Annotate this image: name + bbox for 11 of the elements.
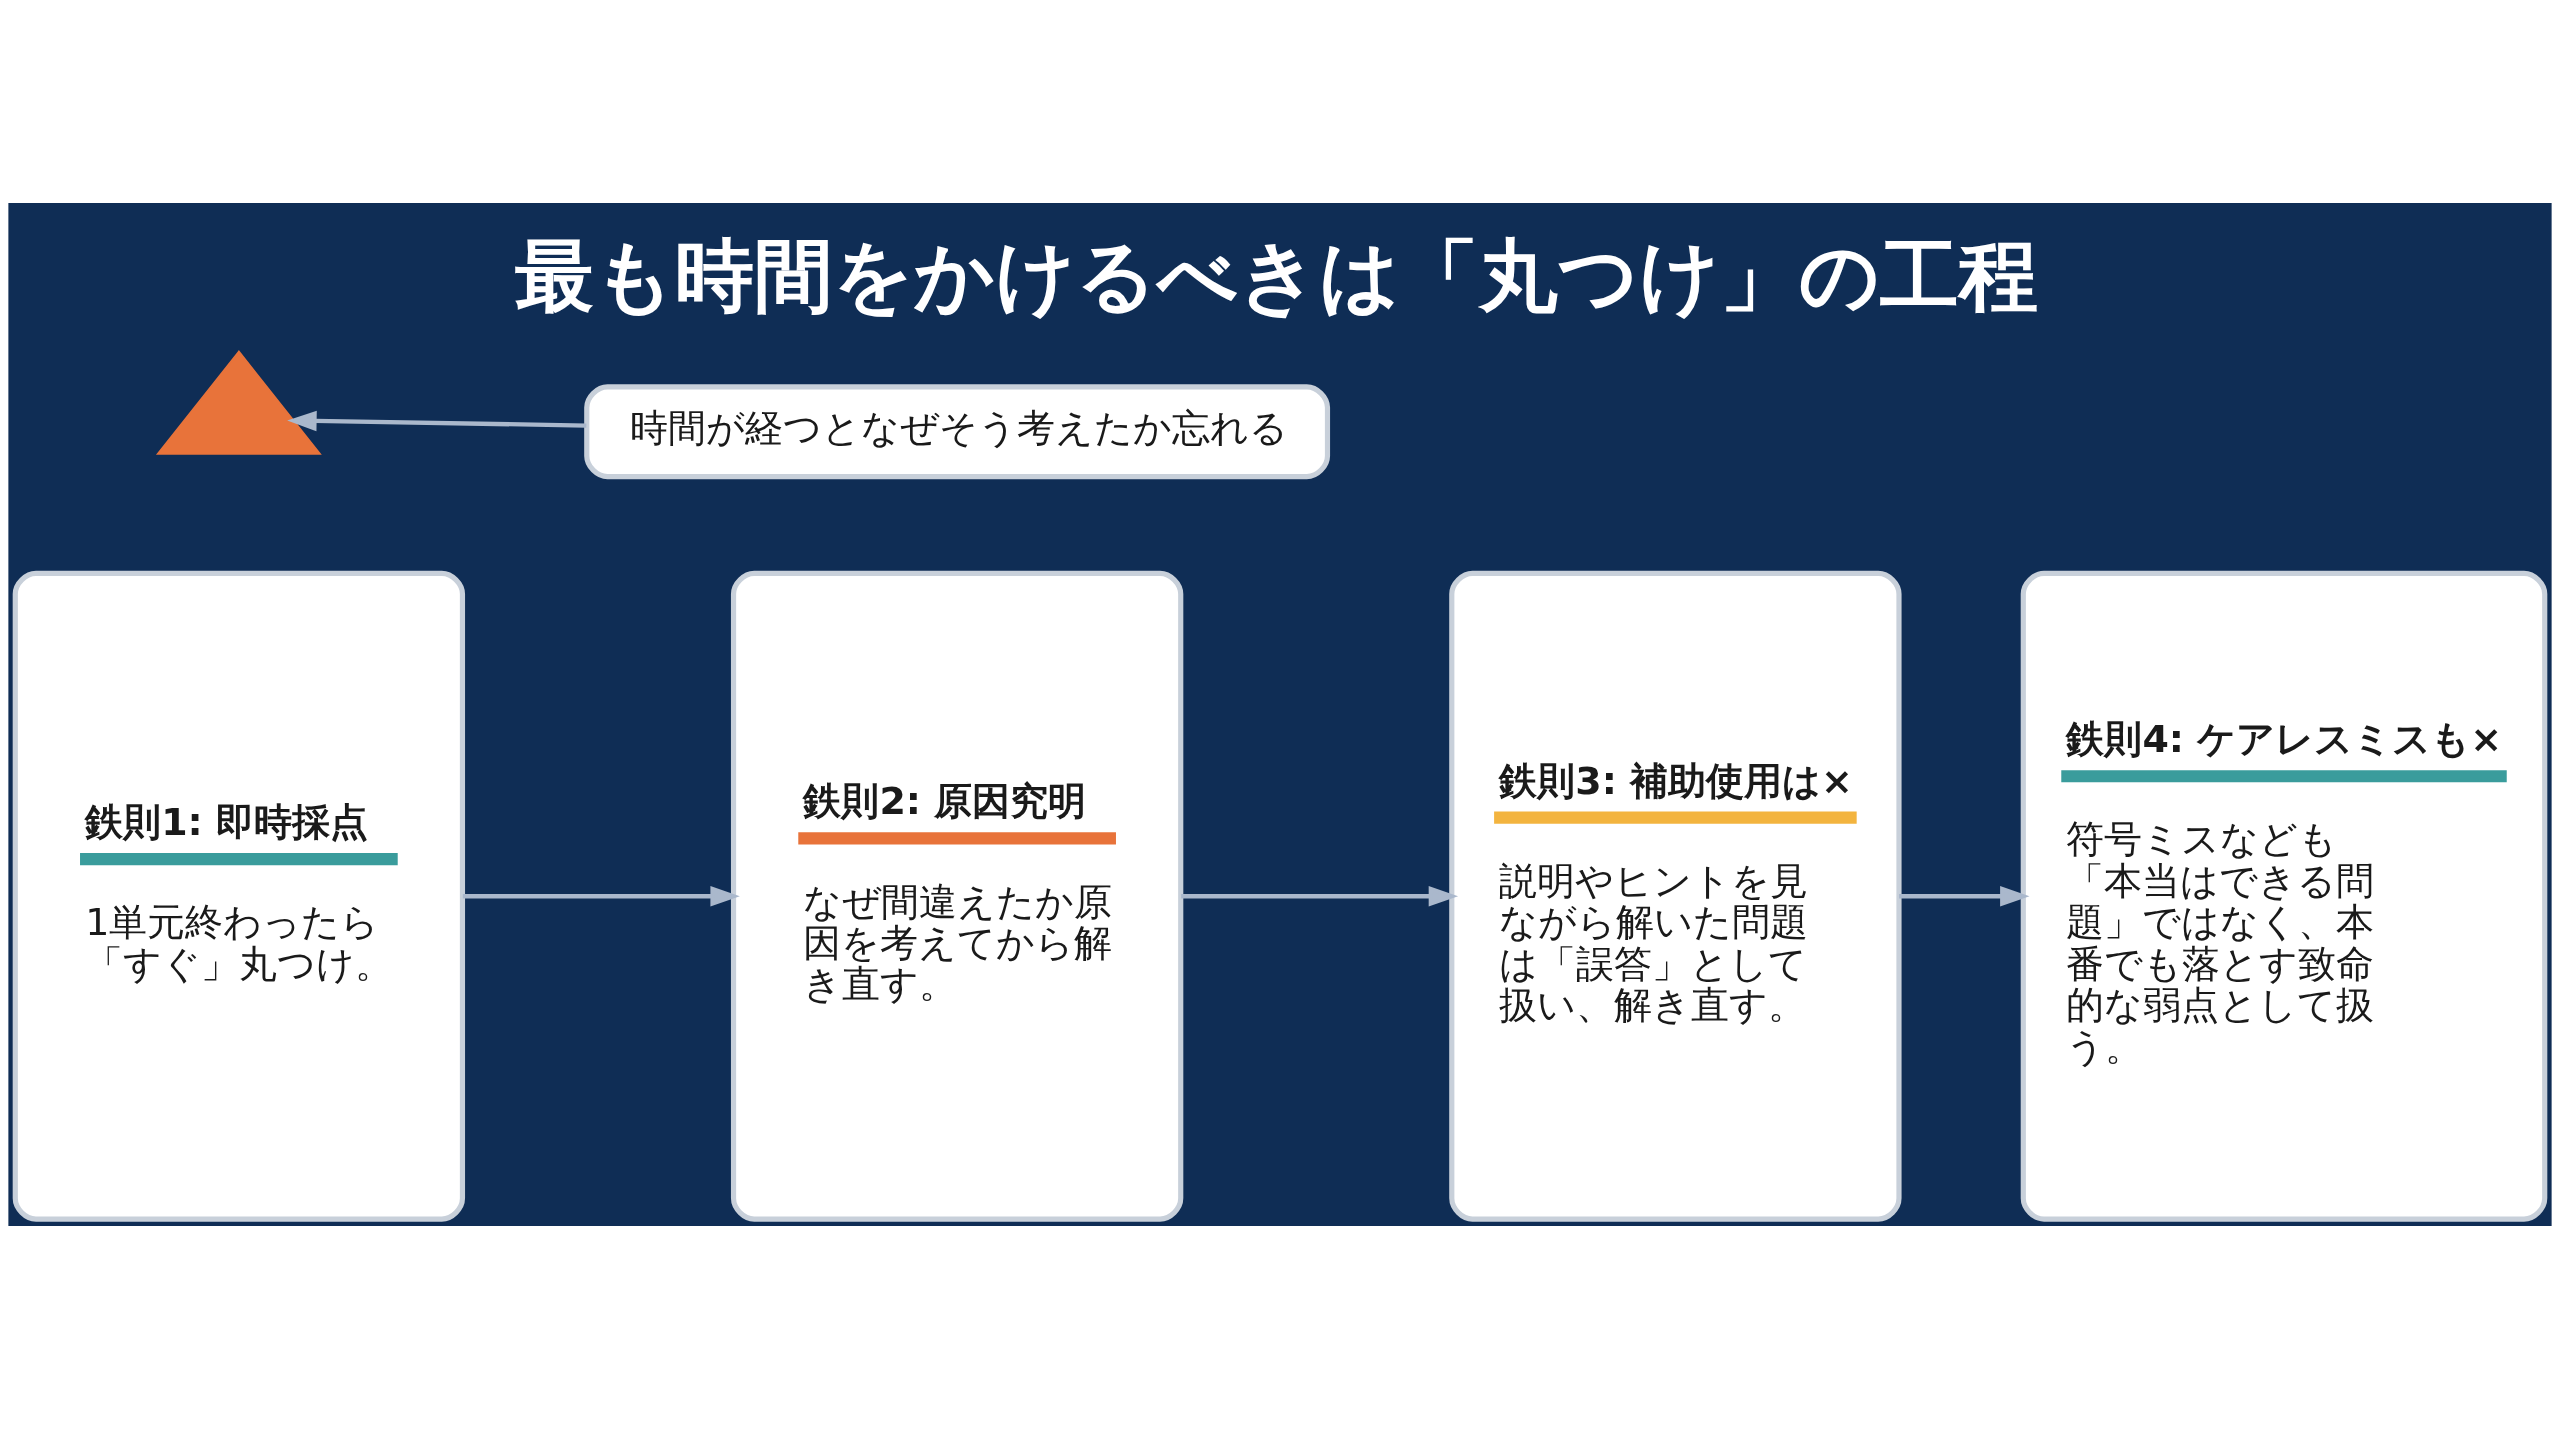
node-triangle xyxy=(155,350,322,455)
node-box: 鉄則1: 即時採点 1単元終わったら「すぐ」丸つけ。 xyxy=(12,570,466,1222)
arrow xyxy=(1181,885,1459,907)
diagram-title: 最も時間をかけるべきは「丸つけ」の工程 xyxy=(515,228,2039,322)
arrow xyxy=(1899,885,2030,907)
arrow xyxy=(287,410,587,432)
node-box: 鉄則2: 原因究明 なぜ間違えたか原因を考えてから解き直す。 xyxy=(730,570,1184,1222)
node-box: 時間が経つとなぜそう考えたか忘れる xyxy=(584,384,1331,480)
arrow xyxy=(462,885,740,907)
node-box: 鉄則4: ケアレスミスも× 符号ミスなども「本当はできる問題」ではなく、本番でも落とす致命的な弱点として扱う。 xyxy=(2020,570,2548,1222)
node-box: 鉄則3: 補助使用は× 説明やヒントを見ながら解いた問題は「誤答」として扱い、解き直す。 xyxy=(1449,570,1902,1222)
